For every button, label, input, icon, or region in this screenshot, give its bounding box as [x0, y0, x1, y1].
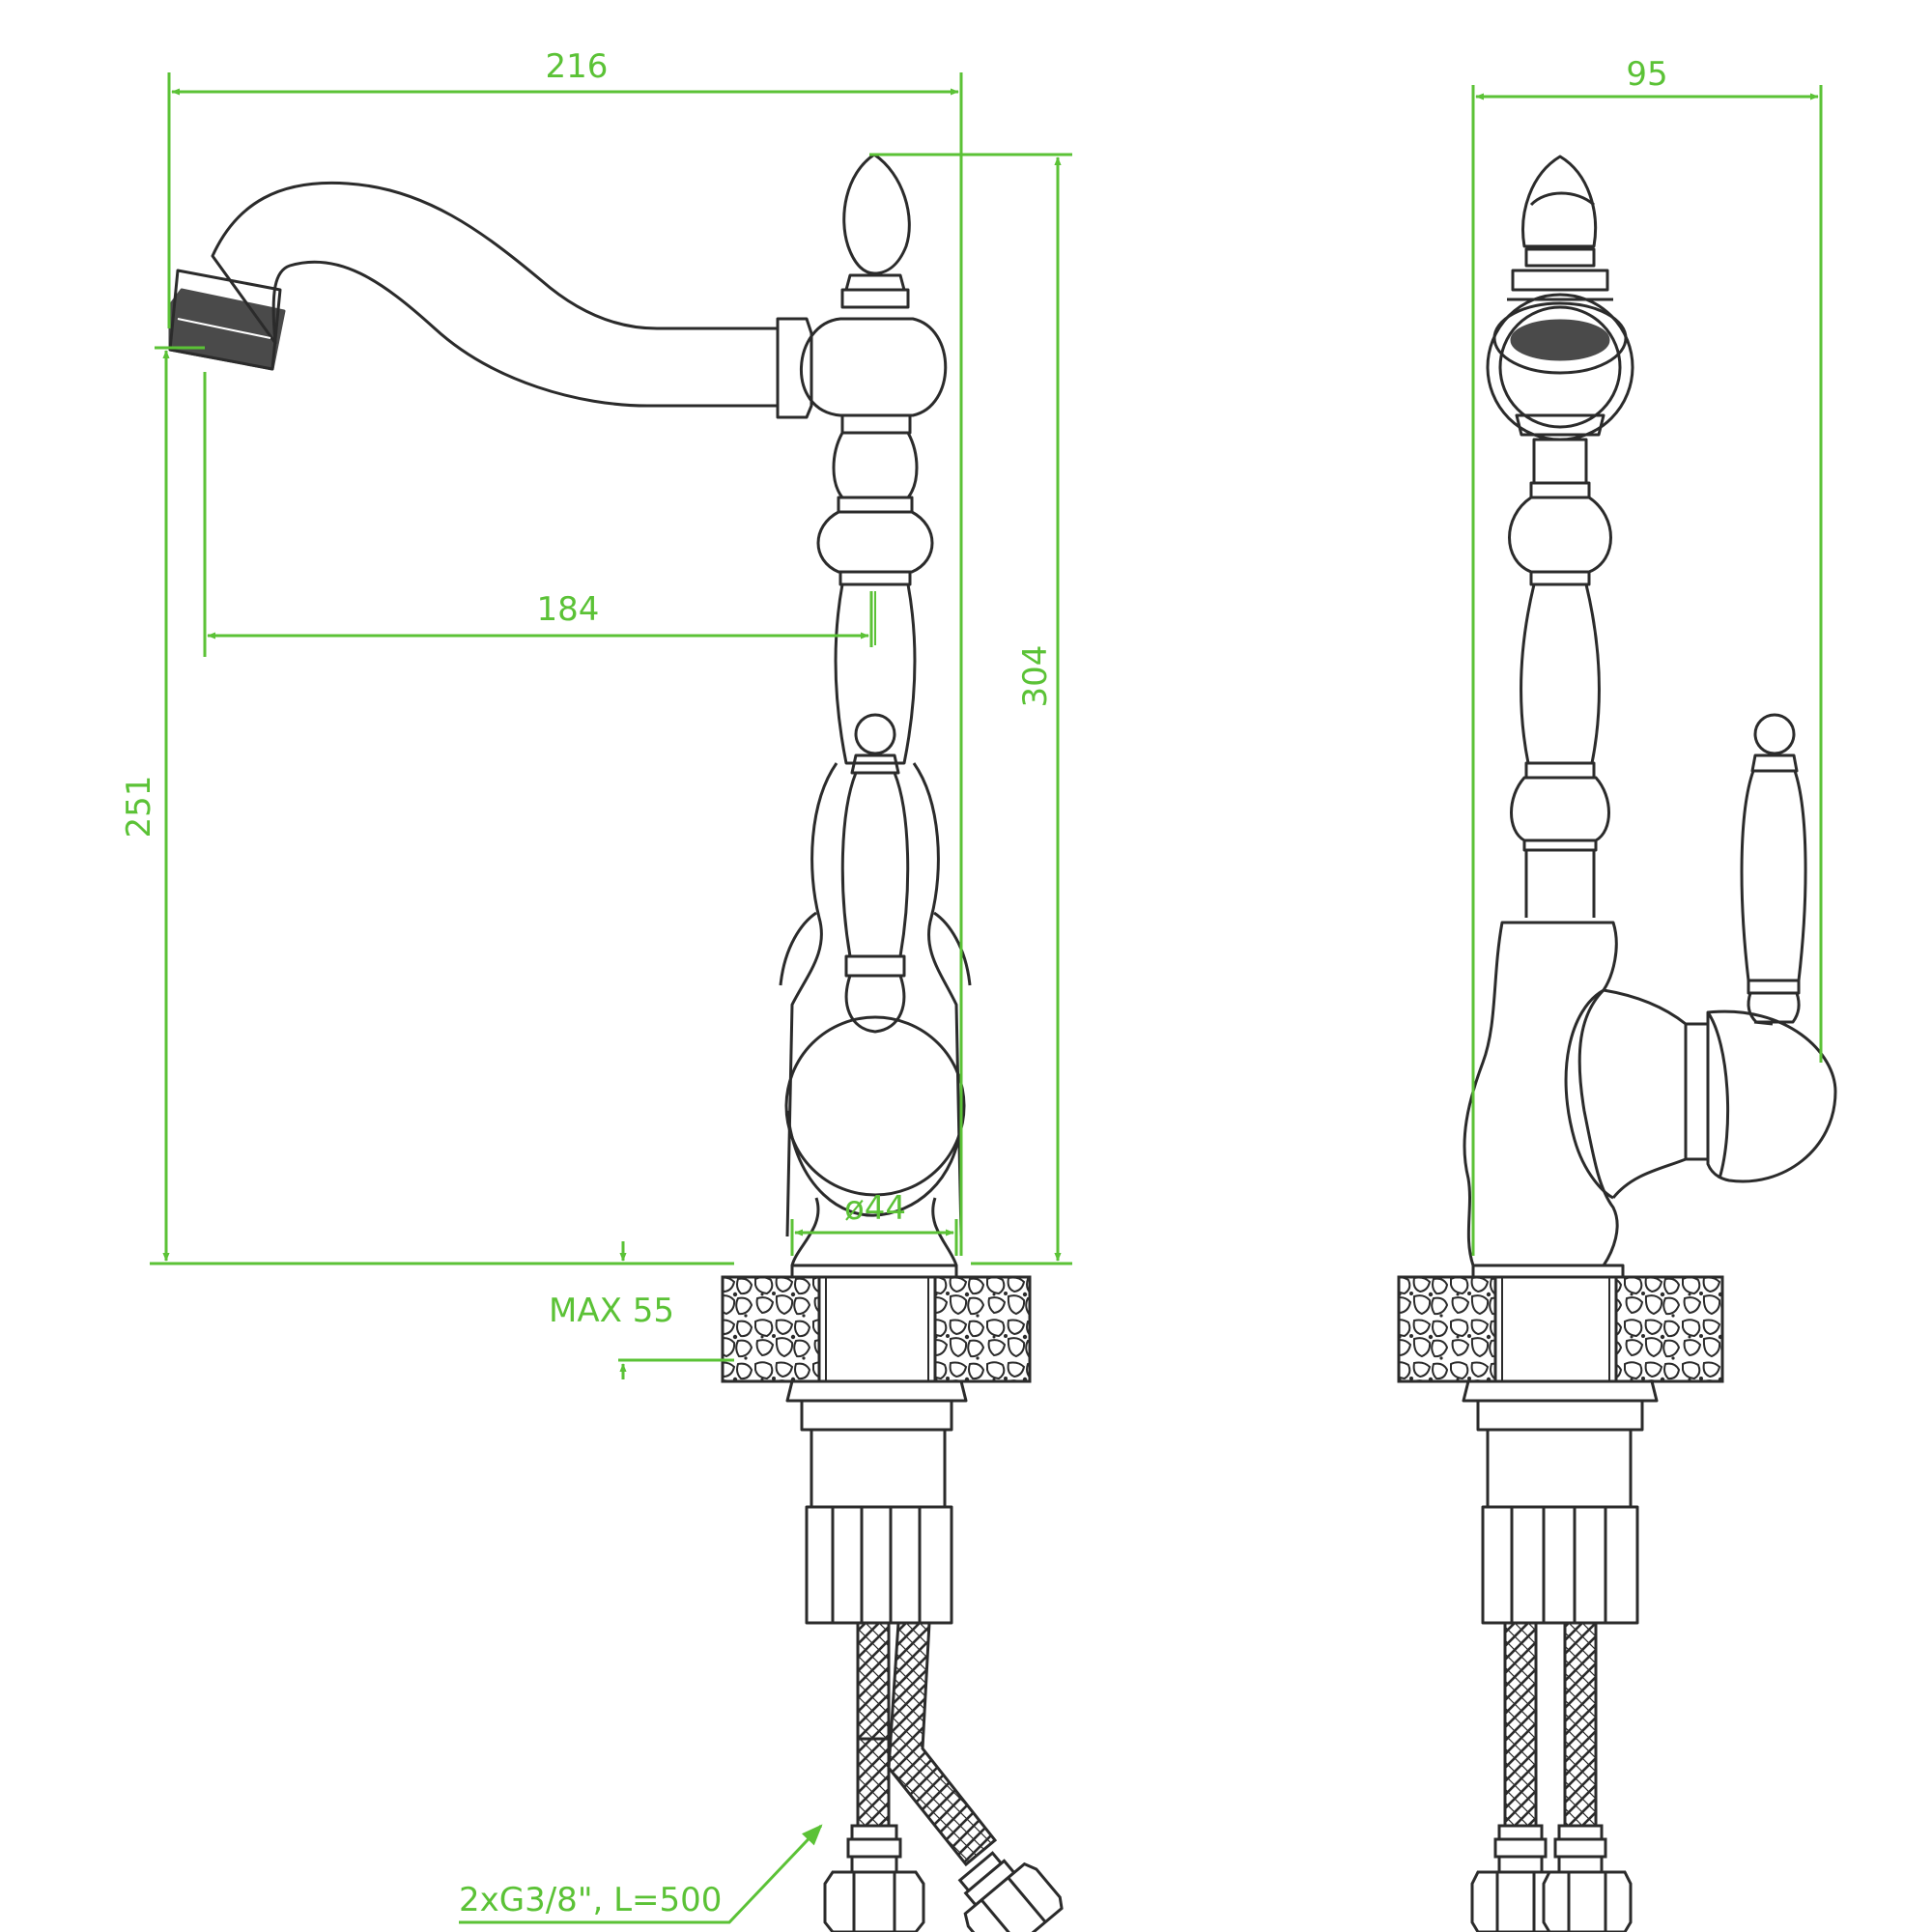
side-view [1463, 155, 1837, 1279]
side-mount-assembly [1462, 1379, 1659, 1625]
body-ball [799, 317, 948, 417]
spout-body [211, 181, 780, 408]
front-countertop [721, 1275, 1032, 1383]
cartridge-ball [784, 1015, 966, 1197]
dim-side-depth-label: 95 [1626, 55, 1667, 94]
dim-max-counter-label: MAX 55 [549, 1292, 674, 1330]
dim-hoses-label: 2xG3/8", L=500 [459, 1881, 722, 1919]
lower-body [785, 762, 963, 1237]
dim-height-label: 304 [1016, 645, 1055, 708]
dim-width-label: 216 [546, 47, 609, 86]
front-mount-assembly [785, 1379, 968, 1625]
front-view [168, 153, 972, 1279]
upper-column [832, 431, 919, 499]
spout-collar [776, 317, 813, 419]
lever-handle [840, 771, 910, 958]
side-hoses [1470, 1621, 1633, 1932]
side-body [1463, 921, 1619, 1267]
dimension-lines [150, 72, 1823, 1924]
side-countertop [1397, 1275, 1724, 1383]
dimension-labels: 216 184 304 251 ø44 MAX 55 95 2xG3/8", L… [120, 47, 1668, 1919]
front-hoses [823, 1621, 1064, 1932]
dim-reach-label: 184 [537, 590, 600, 629]
lever-knob [854, 713, 896, 755]
dim-base-diameter-label: ø44 [844, 1189, 906, 1228]
top-finial [842, 153, 911, 275]
dim-spout-height-label: 251 [120, 776, 158, 838]
